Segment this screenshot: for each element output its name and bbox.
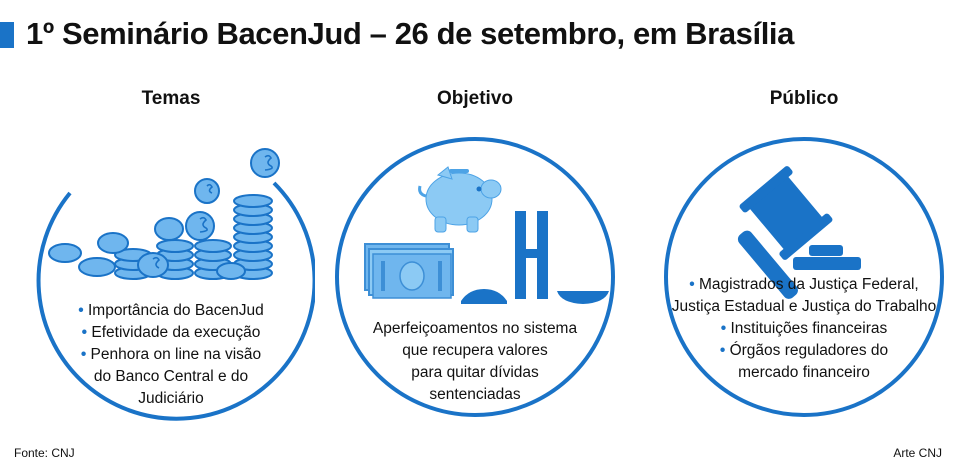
objetivo-line-3: para quitar dívidas bbox=[411, 364, 539, 381]
money-bill-icon bbox=[364, 243, 454, 299]
temas-item-1: • Importância do BacenJud bbox=[78, 302, 264, 319]
source-label: Fonte: CNJ bbox=[14, 446, 75, 460]
temas-item-3: • Penhora on line na visão bbox=[80, 346, 262, 363]
credit-label: Arte CNJ bbox=[893, 446, 942, 460]
column-heading-publico: Público bbox=[769, 88, 839, 109]
publico-item-1-cont: Justiça Estadual e Justiça do Trabalho bbox=[671, 298, 937, 315]
bullet-dot: • bbox=[719, 342, 726, 359]
temas-list: • Importância do BacenJud • Efetividade … bbox=[21, 300, 321, 410]
objetivo-circle bbox=[335, 137, 615, 417]
piggy-bank-icon bbox=[418, 166, 502, 233]
page-title: 1º Seminário BacenJud – 26 de setembro, … bbox=[26, 16, 794, 51]
bullet-dot: • bbox=[720, 320, 727, 337]
temas-circle-outline bbox=[36, 181, 315, 421]
publico-item-3: • Órgãos reguladores do bbox=[719, 342, 889, 359]
objetivo-line-4: sentenciadas bbox=[429, 386, 521, 403]
bullet-dot: • bbox=[689, 276, 695, 293]
publico-list: • Magistrados da Justiça Federal, Justiç… bbox=[654, 274, 954, 384]
temas-item-3-end: Judiciário bbox=[138, 390, 204, 407]
bullet-dot: • bbox=[81, 324, 88, 341]
publico-item-1: • Magistrados da Justiça Federal, bbox=[689, 276, 919, 293]
bullet-dot: • bbox=[78, 302, 84, 319]
objetivo-text: Aperfeiçoamentos no sistema que recupera… bbox=[325, 318, 625, 406]
objetivo-line-1: Aperfeiçoamentos no sistema bbox=[372, 320, 578, 337]
publico-circle bbox=[664, 137, 944, 417]
gavel-icon bbox=[737, 166, 861, 299]
coins-icon bbox=[48, 148, 280, 280]
column-heading-objetivo: Objetivo bbox=[436, 88, 513, 109]
column-heading-temas: Temas bbox=[141, 88, 201, 109]
temas-item-2: • Efetividade da execução bbox=[81, 324, 261, 341]
temas-circle bbox=[31, 137, 315, 421]
scale-icon bbox=[461, 211, 609, 304]
bullet-dot: • bbox=[80, 346, 87, 363]
objetivo-line-2: que recupera valores bbox=[402, 342, 548, 359]
temas-item-3-cont: do Banco Central e do bbox=[93, 368, 249, 385]
title-accent-bar bbox=[0, 22, 14, 48]
publico-item-3-cont: mercado financeiro bbox=[738, 364, 870, 381]
publico-item-2: • Instituições financeiras bbox=[720, 320, 888, 337]
